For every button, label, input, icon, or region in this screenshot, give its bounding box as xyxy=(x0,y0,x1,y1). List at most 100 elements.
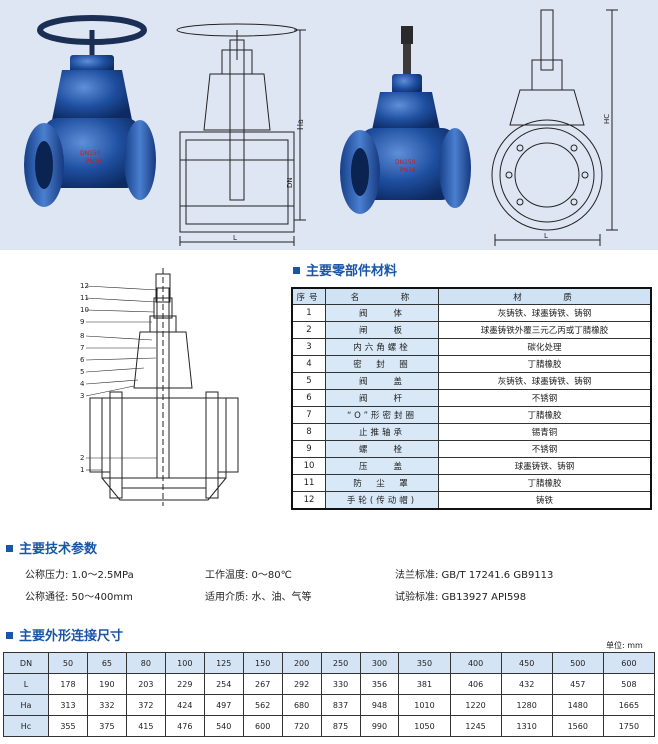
callout-10: 10 xyxy=(80,306,89,314)
dims-cell: 350 xyxy=(398,652,451,674)
part-name-cell: 阀 盖 xyxy=(325,372,439,390)
dims-cell: 313 xyxy=(48,694,88,716)
dims-cell: 720 xyxy=(281,715,322,737)
dims-cell: 432 xyxy=(500,673,553,695)
part-material-cell: 不锈钢 xyxy=(438,389,652,407)
part-no-cell: 1 xyxy=(291,304,326,322)
part-material-cell: 锡青铜 xyxy=(438,423,652,441)
dims-cell: 424 xyxy=(164,694,205,716)
dims-cell: 1310 xyxy=(500,715,553,737)
part-material-cell: 丁腈橡胶 xyxy=(438,474,652,492)
product-banner: DN150 PN16 Ha DN L xyxy=(0,0,658,250)
part-material-cell: 铸铁 xyxy=(438,491,652,510)
dims-row-label: Hc xyxy=(3,715,49,737)
dims-cell: 415 xyxy=(125,715,166,737)
dims-cell: 1560 xyxy=(551,715,604,737)
dims-cell: 540 xyxy=(203,715,244,737)
dims-cell: 178 xyxy=(48,673,88,695)
dims-cell: 990 xyxy=(359,715,400,737)
part-name-cell: 压 盖 xyxy=(325,457,439,475)
dims-row-label: DN xyxy=(3,652,49,674)
section-title-tech: 主要技术参数 xyxy=(6,538,97,557)
part-name-cell: “O”形密封圈 xyxy=(325,406,439,424)
valve-photo-handwheel: DN150 PN16 xyxy=(24,15,156,207)
part-no-cell: 8 xyxy=(291,423,326,441)
part-no-cell: 4 xyxy=(291,355,326,373)
part-no-cell: 6 xyxy=(291,389,326,407)
dims-cell: 125 xyxy=(203,652,244,674)
dims-cell: 600 xyxy=(242,715,283,737)
dims-cell: 450 xyxy=(500,652,553,674)
unit-label: 单位: mm xyxy=(606,641,643,650)
part-no-cell: 10 xyxy=(291,457,326,475)
dims-cell: 1280 xyxy=(500,694,553,716)
callout-11: 11 xyxy=(80,294,89,302)
spec-flange: 法兰标准: GB/T 17241.6 GB9113 xyxy=(395,570,554,581)
dims-cell: 330 xyxy=(320,673,361,695)
dims-cell: 229 xyxy=(164,673,205,695)
dim-label-dn: DN xyxy=(286,177,294,188)
dims-cell: 1220 xyxy=(449,694,502,716)
part-no-cell: 3 xyxy=(291,338,326,356)
dims-cell: 1665 xyxy=(602,694,656,716)
banner-illustrations: DN150 PN16 Ha DN L xyxy=(24,9,618,246)
dims-cell: 372 xyxy=(125,694,166,716)
bullet-square-icon xyxy=(293,267,300,274)
dim-label-l-side: L xyxy=(544,232,548,240)
callout-5: 5 xyxy=(80,368,85,376)
callout-9: 9 xyxy=(80,318,85,326)
col-header-name: 名 称 xyxy=(325,287,439,305)
dims-cell: 497 xyxy=(203,694,244,716)
dims-cell: 190 xyxy=(86,673,127,695)
part-name-cell: 手轮(传动帽) xyxy=(325,491,439,510)
dims-cell: 406 xyxy=(449,673,502,695)
drawing-side-elevation xyxy=(491,9,618,246)
dims-cell: 875 xyxy=(320,715,361,737)
dims-cell: 203 xyxy=(125,673,166,695)
section-title-parts: 主要零部件材料 xyxy=(293,260,397,279)
part-name-cell: 闸 板 xyxy=(325,321,439,339)
dims-cell: 65 xyxy=(86,652,127,674)
dim-label-l-front: L xyxy=(233,234,237,242)
callout-12: 12 xyxy=(80,282,89,290)
dims-cell: 332 xyxy=(86,694,127,716)
dims-cell: 476 xyxy=(164,715,205,737)
part-no-cell: 5 xyxy=(291,372,326,390)
drawing-front-elevation xyxy=(176,23,306,246)
valve-photo-cap: DN150 PN16 xyxy=(340,26,471,214)
part-material-cell: 灰铸铁、球墨铸铁、铸钢 xyxy=(438,304,652,322)
col-header-material: 材 质 xyxy=(438,287,652,305)
part-no-cell: 11 xyxy=(291,474,326,492)
dims-cell: 150 xyxy=(242,652,283,674)
dims-cell: 1010 xyxy=(398,694,451,716)
part-no-cell: 2 xyxy=(291,321,326,339)
spec-diameter: 公称通径: 50～400mm xyxy=(25,592,133,603)
dims-cell: 267 xyxy=(242,673,283,695)
dims-cell: 948 xyxy=(359,694,400,716)
callout-3: 3 xyxy=(80,392,85,400)
spec-temperature: 工作温度: 0～80℃ xyxy=(205,570,292,581)
part-name-cell: 防 尘 罩 xyxy=(325,474,439,492)
part-material-cell: 丁腈橡胶 xyxy=(438,355,652,373)
dims-cell: 250 xyxy=(320,652,361,674)
section-title-dims: 主要外形连接尺寸 xyxy=(6,625,123,644)
part-no-cell: 7 xyxy=(291,406,326,424)
svg-text:DN150: DN150 xyxy=(80,150,101,157)
dims-cell: 381 xyxy=(398,673,451,695)
part-material-cell: 丁腈橡胶 xyxy=(438,406,652,424)
part-no-cell: 9 xyxy=(291,440,326,458)
part-name-cell: 内六角螺栓 xyxy=(325,338,439,356)
parts-table-row: 7“O”形密封圈丁腈橡胶 xyxy=(291,406,652,424)
dim-label-hc: HC xyxy=(603,114,611,124)
dims-cell: 200 xyxy=(281,652,322,674)
